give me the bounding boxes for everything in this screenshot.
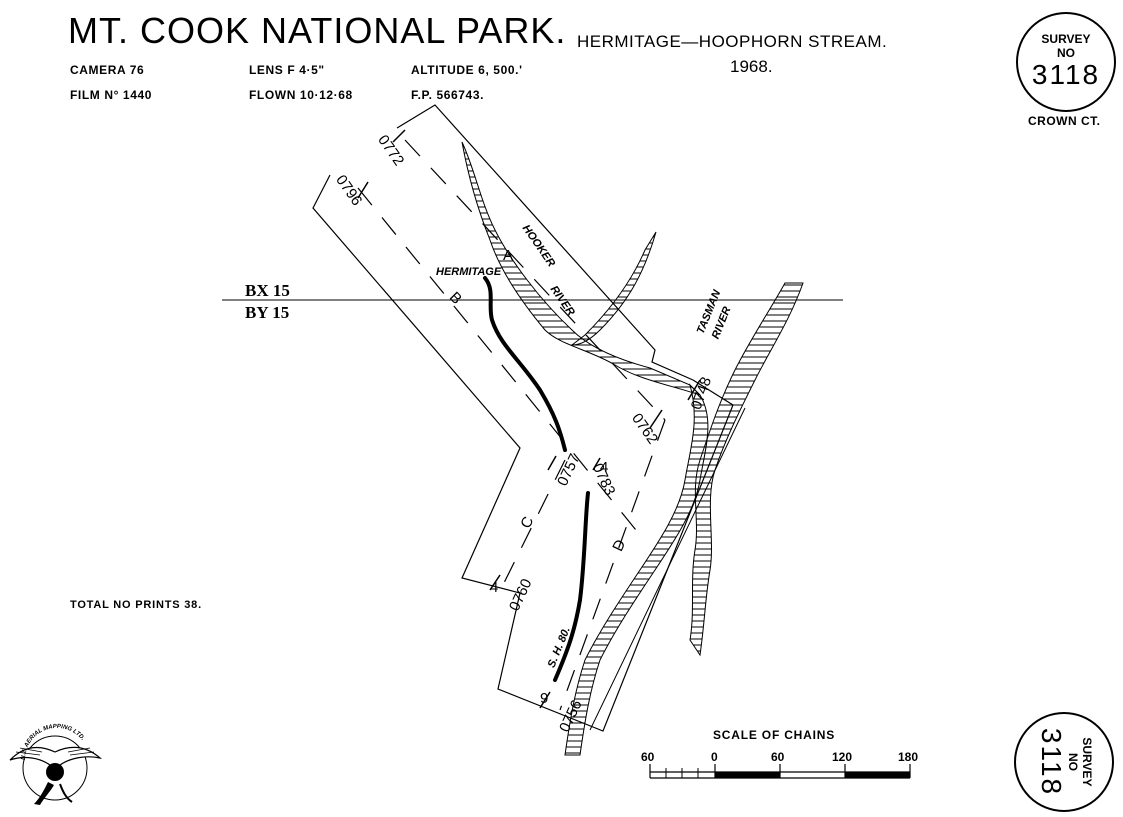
label-hermitage: HERMITAGE <box>436 266 502 278</box>
photo-number: 9 <box>540 690 548 707</box>
scale-tick-label: 60 <box>771 750 785 764</box>
crown-copyright: CROWN CT. <box>1028 114 1101 128</box>
label-hooker: HOOKER <box>520 223 558 269</box>
photo-number: 0760 <box>506 576 536 613</box>
map-subtitle: HERMITAGE—HOOPHORN STREAM. <box>577 32 888 51</box>
run-label-b: B <box>446 289 465 308</box>
survey-seal-number: 3118 <box>1031 59 1101 90</box>
photo-number: 0783 <box>589 461 619 498</box>
lens-info: LENS F 4·5" <box>249 63 325 77</box>
photo-number: 0757 <box>554 451 584 488</box>
run-label-c: C <box>517 514 537 531</box>
altitude-info: ALTITUDE 6, 500.' <box>411 63 523 77</box>
run-label-a: A <box>503 247 513 264</box>
scale-title: SCALE OF CHAINS <box>713 728 836 742</box>
fp-info: F.P. 566743. <box>411 88 485 102</box>
flight-line-upper <box>404 139 666 421</box>
photo-number: 4 <box>490 579 498 596</box>
scale-tick-label: 60 <box>641 750 655 764</box>
hooker-river <box>461 141 701 396</box>
camera-info: CAMERA 76 <box>70 63 145 77</box>
scale-tick-label: 180 <box>898 750 918 764</box>
survey-seal-label: SURVEY <box>1041 32 1091 46</box>
grid-label-by: BY 15 <box>245 303 289 322</box>
flight-line-d <box>559 419 666 711</box>
map-year: 1968. <box>730 57 773 76</box>
photo-number: 0772 <box>374 132 407 169</box>
flight-line-c <box>497 459 566 596</box>
photo-number: 0748 <box>688 375 715 412</box>
hooker-branch <box>570 231 657 346</box>
scale-tick-label: 0 <box>711 750 718 764</box>
highway-south <box>553 491 590 682</box>
photo-ticks <box>357 129 701 709</box>
film-info: FILM N° 1440 <box>70 88 153 102</box>
photo-number: 0762 <box>628 410 661 447</box>
coverage-outline <box>312 104 734 732</box>
highway-north <box>483 276 567 452</box>
survey-seal-no: NO <box>1057 46 1075 60</box>
scale-bar <box>649 764 911 779</box>
total-prints: TOTAL NO PRINTS 38. <box>70 599 202 611</box>
scale-tick-label: 120 <box>832 750 852 764</box>
company-logo-icon: N.Z. AERIAL MAPPING LTD. <box>9 724 103 805</box>
photo-number: 4 <box>600 459 608 476</box>
photo-number: 0796 <box>332 172 365 209</box>
run-label-d: D <box>609 537 629 554</box>
road-line <box>589 407 746 731</box>
valley-edge <box>564 383 709 756</box>
grid-label-bx: BX 15 <box>245 281 290 300</box>
survey-seal-top: SURVEY NO 3118 <box>1016 12 1116 112</box>
flown-info: FLOWN 10·12·68 <box>249 88 353 102</box>
tasman-river <box>689 282 804 657</box>
map-title: MT. COOK NATIONAL PARK. <box>68 10 567 51</box>
